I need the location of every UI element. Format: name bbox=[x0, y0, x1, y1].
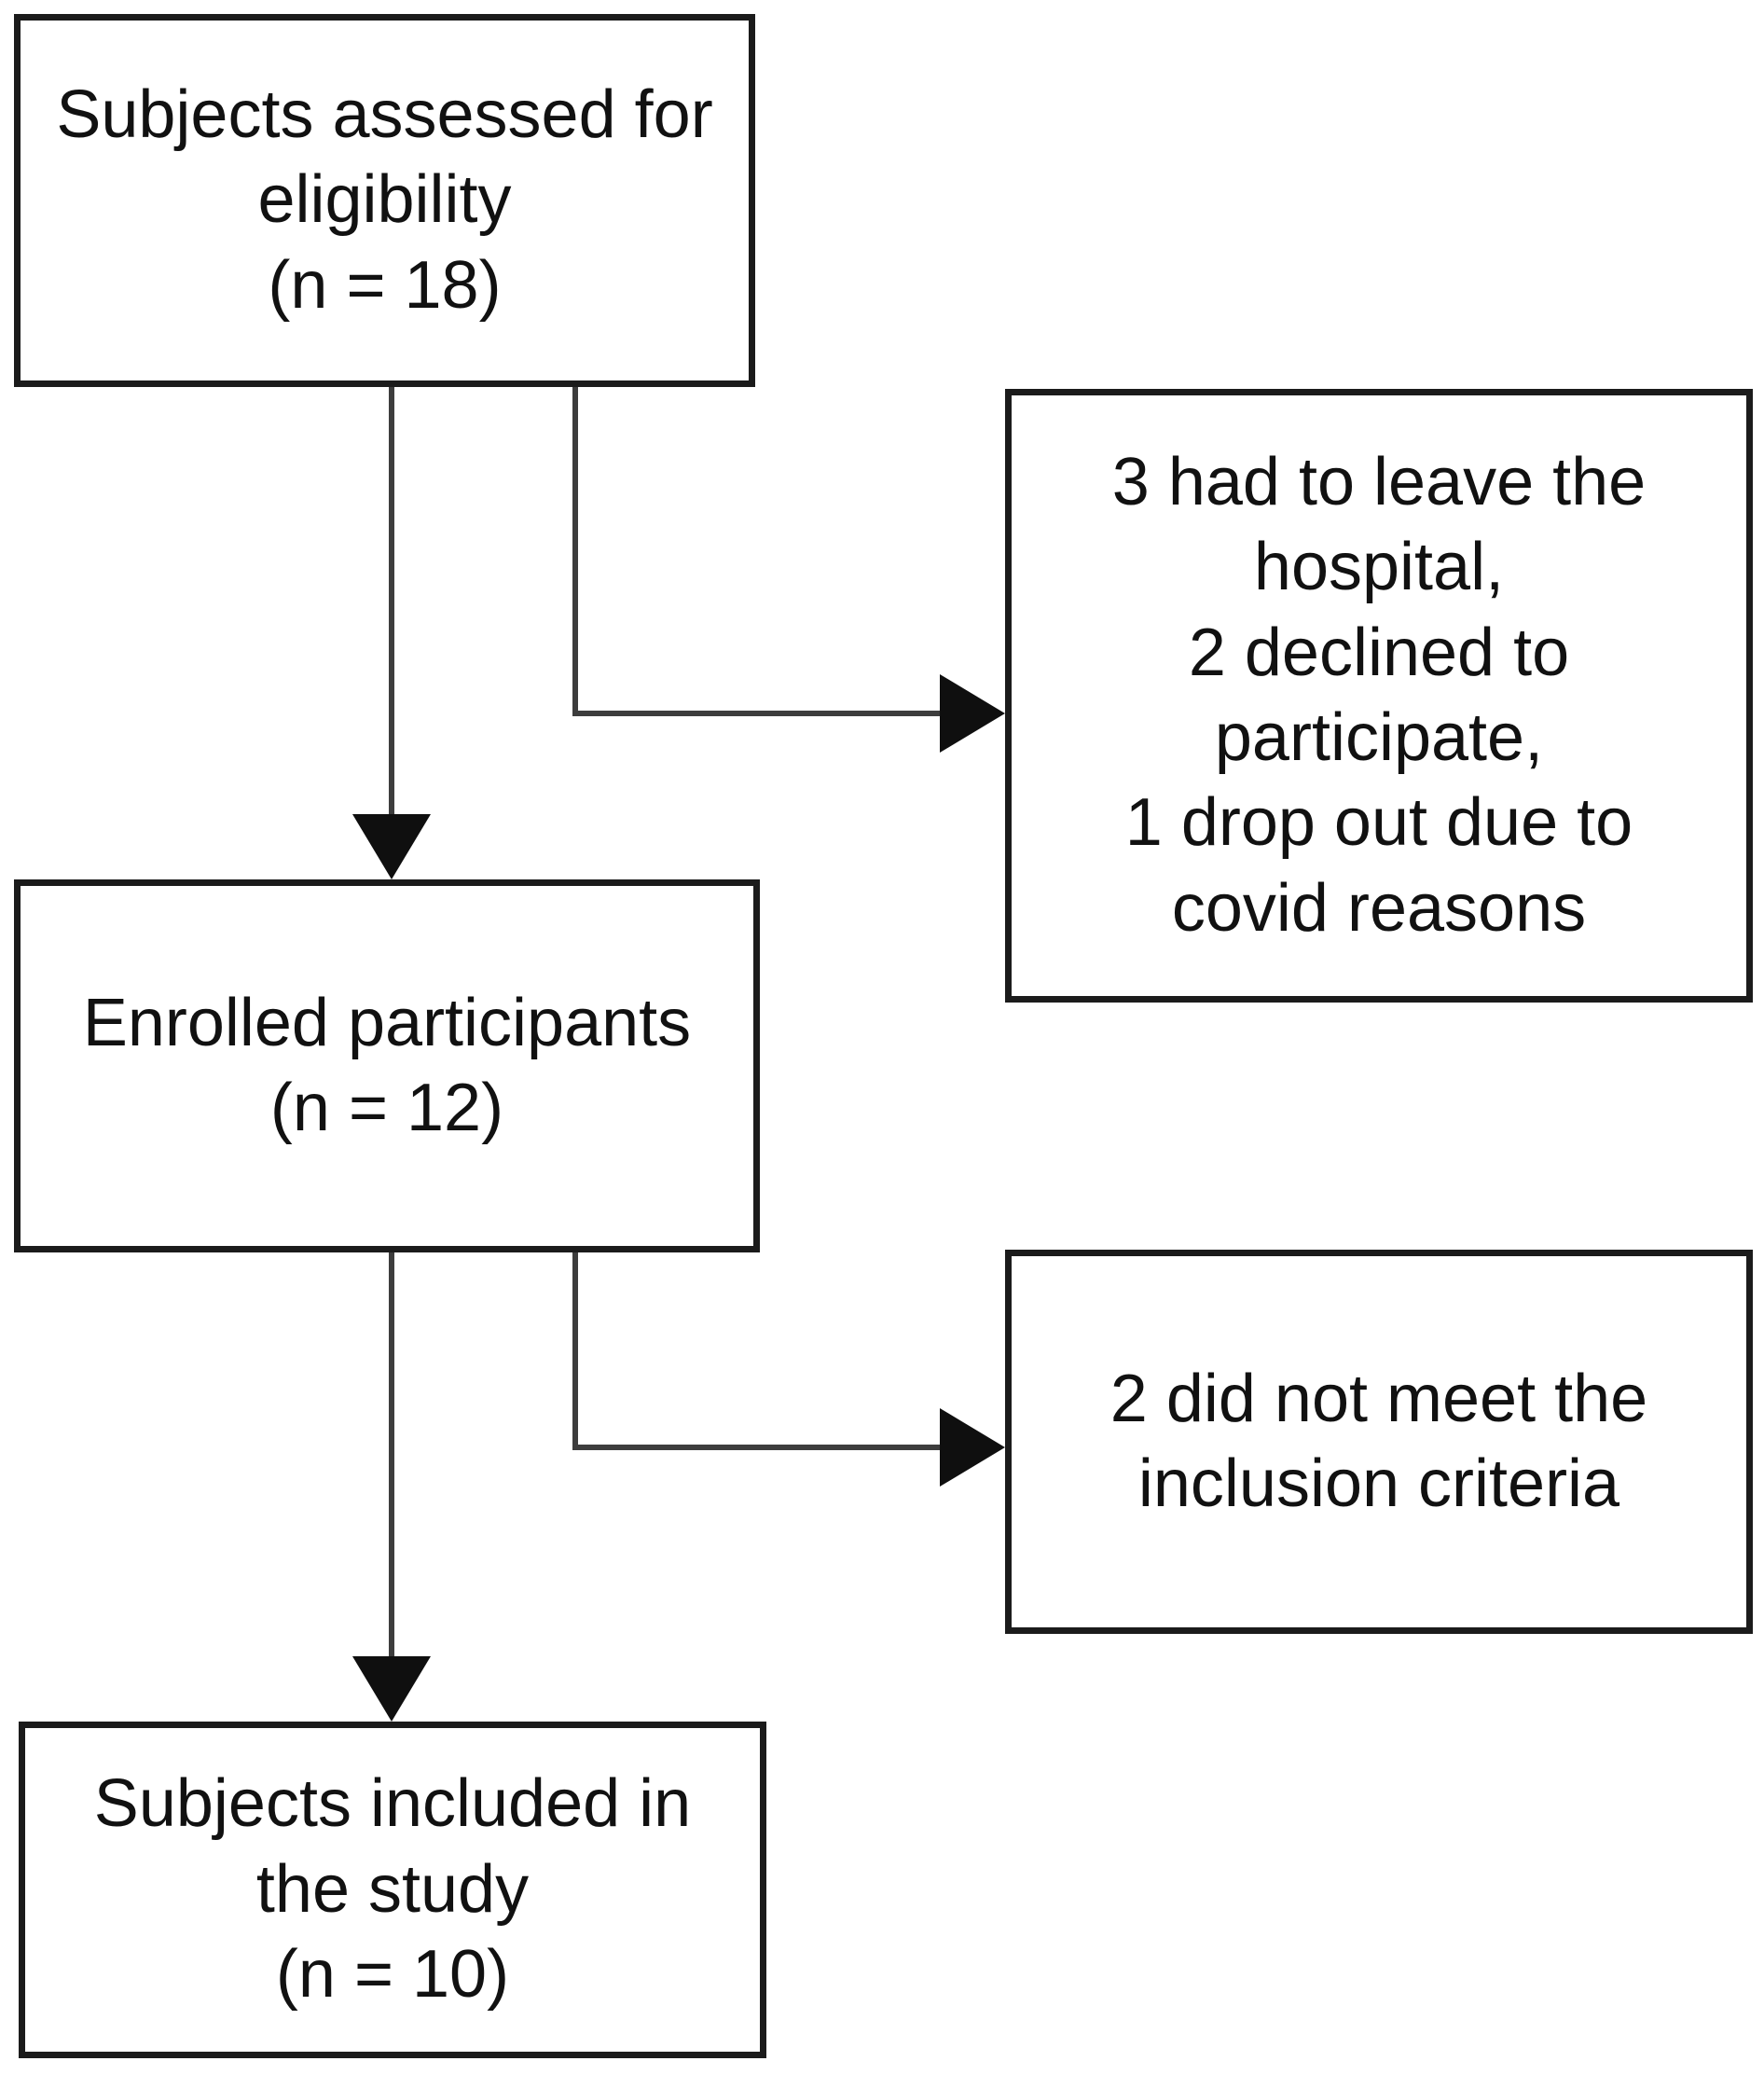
box-exclusions-after-enrollment-text: 2 did not meet the inclusion criteria bbox=[1109, 1361, 1648, 1521]
arrowhead-down-eligibility-to-enrolled bbox=[352, 814, 431, 879]
box-enrolled-participants-text: Enrolled participants (n = 12) bbox=[82, 985, 692, 1145]
connector-enrolled-to-included-line bbox=[389, 1252, 394, 1658]
box-exclusions-after-eligibility-text: 3 had to leave the hospital, 2 declined … bbox=[1111, 444, 1647, 946]
box-exclusions-after-enrollment: 2 did not meet the inclusion criteria bbox=[1005, 1250, 1753, 1634]
box-enrolled-participants: Enrolled participants (n = 12) bbox=[14, 879, 760, 1252]
box-exclusions-after-eligibility: 3 had to leave the hospital, 2 declined … bbox=[1005, 389, 1753, 1003]
arrowhead-right-eligibility-to-exclusions bbox=[940, 674, 1005, 753]
connector-eligibility-to-exclusions-horizontal bbox=[572, 711, 942, 716]
connector-eligibility-to-enrolled-line bbox=[389, 387, 394, 818]
box-subjects-assessed-eligibility-text: Subjects assessed for eligibility (n = 1… bbox=[56, 76, 713, 323]
connector-enrolled-to-exclusions-vertical bbox=[572, 1252, 578, 1450]
box-subjects-included-text: Subjects included in the study (n = 10) bbox=[93, 1766, 692, 2013]
connector-eligibility-to-exclusions-vertical bbox=[572, 387, 578, 716]
arrowhead-down-enrolled-to-included bbox=[352, 1656, 431, 1722]
arrowhead-right-enrolled-to-exclusions bbox=[940, 1408, 1005, 1487]
box-subjects-included: Subjects included in the study (n = 10) bbox=[19, 1722, 766, 2058]
box-subjects-assessed-eligibility: Subjects assessed for eligibility (n = 1… bbox=[14, 14, 755, 387]
connector-enrolled-to-exclusions-horizontal bbox=[572, 1445, 942, 1450]
